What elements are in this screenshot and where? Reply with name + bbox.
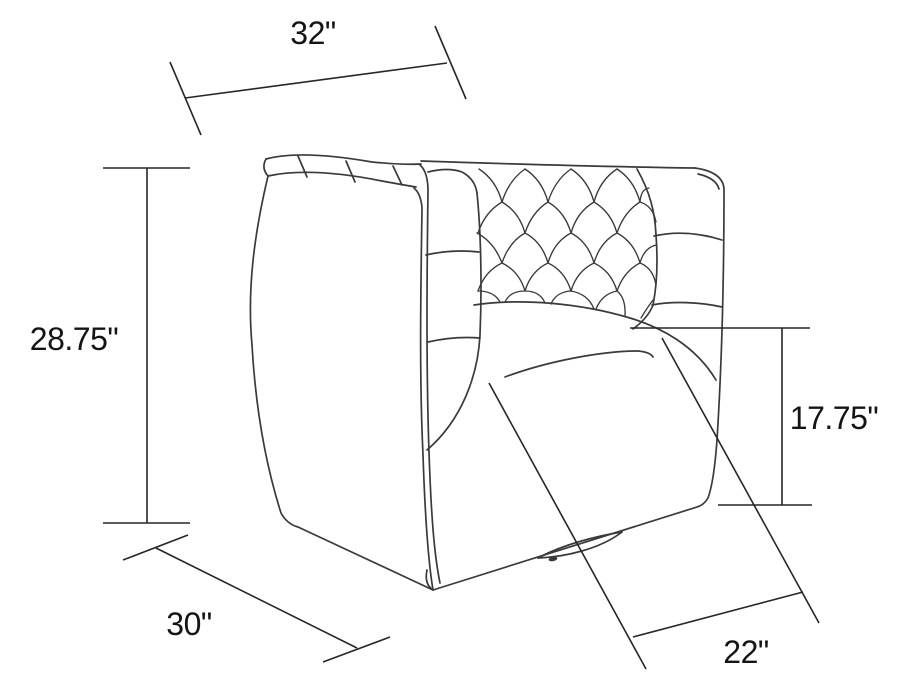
dim-seat-width-ext-left [488,382,647,670]
tuft-curve [477,290,501,303]
dim-width-label: 32" [290,15,335,51]
seat-cushion-edge [504,350,654,378]
arm-band-left-cap [263,158,269,177]
dimension-overall-depth: 30" [122,534,391,663]
swivel-base [537,531,623,562]
right-panel-boundary [632,168,658,330]
dim-seat-width-label: 22" [723,634,768,670]
tuft-curve [476,232,546,304]
back-right-and-bottom-edge [432,167,725,591]
dimension-overall-width: 32" [169,15,467,136]
swivel-base-lens-top [537,531,623,559]
inner-arm-seam-2 [427,336,481,343]
tuft-curve [477,168,526,234]
tuft-curve [524,168,626,317]
dim-depth-tick-left [122,534,189,561]
tuft-curve [477,168,572,292]
chair-drawing [249,154,725,591]
arm-outer-panel-edge [249,175,434,591]
dimension-overall-height: 28.75" [30,167,190,524]
tuft-curve [550,187,650,305]
dimension-seat-width: 22" [488,337,820,670]
back-top-edge [420,160,696,169]
dim-height-label: 28.75" [30,321,118,357]
dim-width-tick-left [169,61,202,136]
arm-band-seam-3 [392,165,403,186]
arm-band-top-edge [265,154,422,166]
tuft-curve [570,168,657,286]
dim-width-tick-right [434,25,467,100]
inner-arm-top-edge [427,168,478,194]
back-bottom-sweep [473,301,717,381]
dim-depth-tick-right [322,636,391,663]
arm-front-corner-hook [425,569,434,591]
tufting-pattern [476,168,657,319]
dim-depth-line [155,547,358,649]
dimension-seat-height: 17.75" [630,327,879,506]
right-panel-seam-2 [651,301,723,308]
back-corner-piping [697,173,720,190]
dim-depth-label: 30" [166,606,211,642]
inner-arm-right-edge [426,192,482,451]
arm-band-seam-2 [345,160,356,183]
dim-seat-width-line [632,591,804,638]
arm-band-bottom-edge [267,171,417,188]
tuft-curve [640,299,654,319]
tuft-curve [595,244,657,310]
arm-band-seam-1 [297,155,308,178]
dim-seat-width-ext-right [661,337,820,624]
tuft-curve [504,168,618,303]
tuft-curve [478,168,595,310]
arm-piping-inner [419,164,441,584]
right-panel-seam-1 [653,232,723,241]
swivel-base-bolt [548,556,558,562]
dim-width-line [184,62,448,99]
swivel-base-lens-bottom [537,531,623,559]
arm-piping-outer [413,187,434,591]
tuft-curve [616,168,657,223]
dim-seat-height-label: 17.75" [790,400,878,436]
inner-arm-seam-1 [425,250,480,256]
